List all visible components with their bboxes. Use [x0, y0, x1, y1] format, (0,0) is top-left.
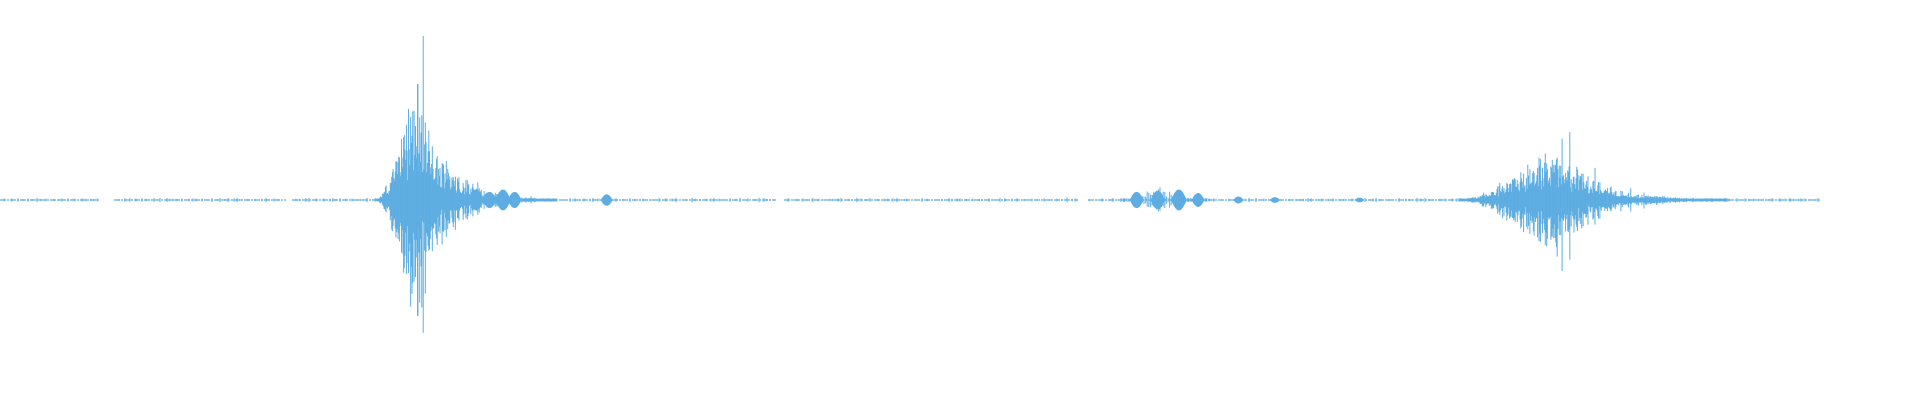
waveform-blob-9 [1233, 196, 1244, 204]
waveform-blob-7 [1171, 189, 1187, 211]
waveform-blob-10 [1269, 197, 1280, 203]
waveform-blob-3 [507, 191, 522, 209]
waveform-blob-4 [600, 194, 613, 206]
waveform-blob-8 [1191, 193, 1205, 207]
waveform-bursts [375, 35, 1728, 333]
waveform-blob-6 [1150, 190, 1165, 210]
waveform-blob-5 [1129, 191, 1144, 209]
waveform-blob-11 [1354, 197, 1365, 203]
waveform-blob-1 [482, 191, 497, 209]
waveform-blobs [468, 189, 1365, 211]
waveform-blob-2 [495, 189, 511, 211]
waveform-blob-0 [468, 189, 484, 211]
